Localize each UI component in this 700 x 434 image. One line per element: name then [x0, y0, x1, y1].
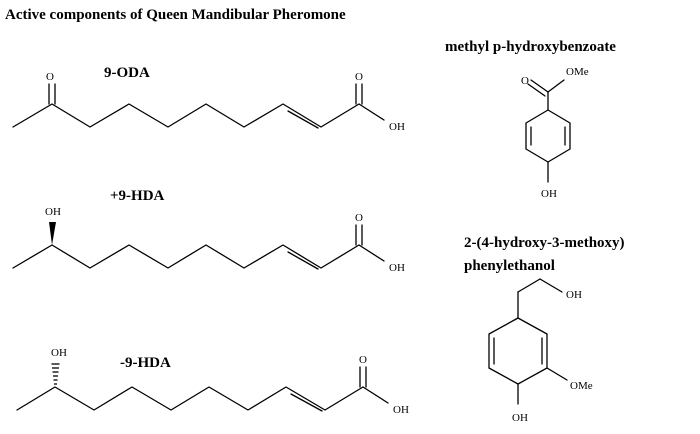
- compound-methyl-p-hydroxybenzoate: methyl p-hydroxybenzoate O OMe OH: [445, 39, 616, 200]
- alkene-double-bond: [287, 251, 319, 270]
- acid-oxygen-label: O: [359, 354, 367, 366]
- acid-hydroxyl-label: OH: [389, 121, 405, 133]
- chain-bond: [539, 278, 563, 293]
- ring-methoxy-label: OMe: [570, 380, 593, 392]
- hydroxyl-label: OH: [51, 347, 67, 359]
- hydroxyl-label: OH: [45, 206, 61, 218]
- compound-name-plus-9-hda: +9-HDA: [110, 188, 165, 204]
- stereo-wedge-bond: [49, 222, 56, 245]
- benzene-ring: [488, 317, 548, 385]
- ester-carbonyl-bond: [527, 83, 546, 97]
- compound-name-minus-9-hda: -9-HDA: [120, 355, 171, 371]
- ester-carbonyl-bond: [530, 79, 549, 93]
- compound-plus-9-hda: +9-HDA OH O OH: [12, 188, 405, 274]
- compound-name-line2: phenylethanol: [464, 258, 555, 274]
- compound-name-methyl-p-hydroxybenzoate: methyl p-hydroxybenzoate: [445, 39, 616, 55]
- acid-hydroxyl-bond: [358, 103, 385, 121]
- compound-name-line1: 2-(4-hydroxy-3-methoxy): [464, 235, 625, 251]
- ring-hydroxyl-label: OH: [512, 412, 528, 424]
- compound-name-9-oda: 9-ODA: [104, 65, 150, 81]
- chain-hydroxyl-label: OH: [566, 289, 582, 301]
- compound-minus-9-hda: -9-HDA OH O OH: [16, 347, 409, 416]
- ester-oxygen-bond: [547, 79, 565, 93]
- acid-hydroxyl-bond: [362, 386, 389, 404]
- alkene-double-bond: [287, 110, 319, 129]
- acid-hydroxyl-label: OH: [389, 262, 405, 274]
- ester-oxygen-label: O: [521, 75, 529, 87]
- carbon-chain: [12, 244, 360, 269]
- ring-hydroxyl-label: OH: [541, 188, 557, 200]
- acid-oxygen-label: O: [355, 212, 363, 224]
- acid-oxygen-label: O: [355, 71, 363, 83]
- acid-hydroxyl-label: OH: [393, 404, 409, 416]
- compound-9-oda: 9-ODA O O OH: [12, 65, 405, 133]
- carbon-chain: [16, 386, 364, 411]
- methoxy-bond: [546, 367, 568, 381]
- ketone-oxygen-label: O: [46, 71, 54, 83]
- acid-hydroxyl-bond: [358, 244, 385, 262]
- alkene-double-bond: [290, 393, 323, 412]
- benzene-ring: [525, 109, 571, 163]
- carbon-chain: [12, 103, 360, 128]
- stereo-hashed-bond: [51, 363, 60, 385]
- chain-bond: [517, 278, 541, 293]
- compound-hydroxy-methoxy-phenylethanol: 2-(4-hydroxy-3-methoxy) phenylethanol OH…: [464, 235, 625, 424]
- ester-methoxy-label: OMe: [566, 66, 589, 78]
- diagram-title: Active components of Queen Mandibular Ph…: [5, 7, 346, 23]
